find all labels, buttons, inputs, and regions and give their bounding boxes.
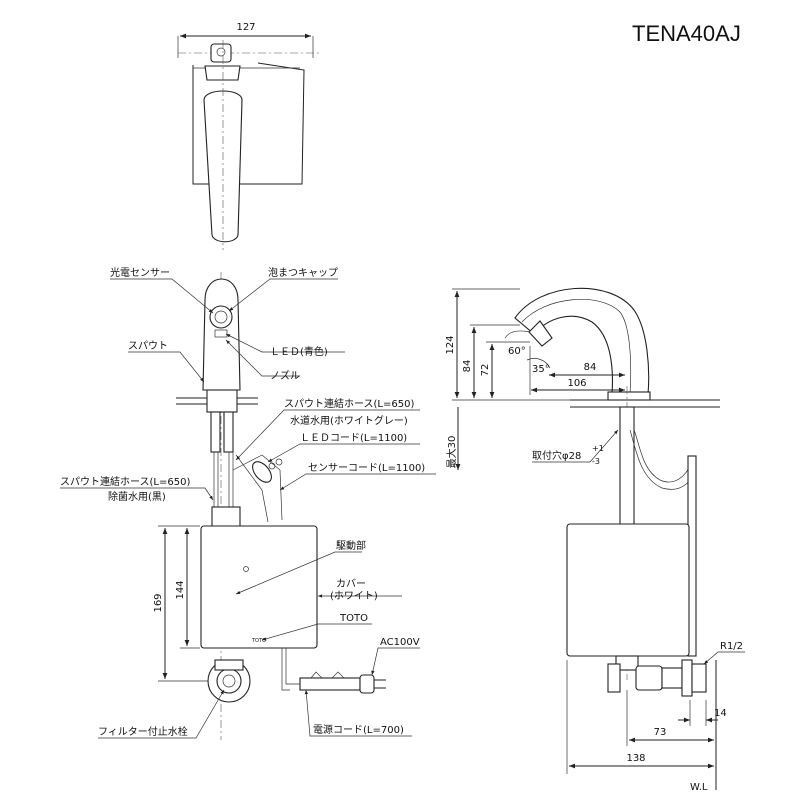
cover-brand-mark: TOTO — [251, 638, 266, 644]
label-power-cord: 電源コード(L=700) — [313, 723, 404, 736]
label-led: ＬＥＤ(青色) — [270, 345, 328, 358]
dim-84-vertical: 84 — [462, 360, 473, 373]
label-drive-unit: 駆動部 — [336, 539, 366, 552]
angle-35: 35° — [532, 364, 550, 375]
dim-max30: 最大30 — [445, 436, 458, 469]
label-led-cord: ＬＥＤコード(L=1100) — [300, 433, 407, 444]
dim-138: 138 — [626, 753, 645, 764]
label-wall-line: W.L — [690, 782, 708, 793]
side-view: 124 84 72 60° 35° 84 106 最大30 取付穴φ28 +1 … — [445, 287, 745, 793]
tolerance-minus: -3 — [592, 457, 600, 466]
dim-r12: R1/2 — [720, 641, 743, 652]
label-cover: カバー — [336, 578, 366, 590]
front-view: TOTO 169 144 光電センサー 泡まつキャップ スパウト ＬＥＤ(青色)… — [60, 266, 436, 740]
label-brand: TOTO — [339, 613, 368, 624]
label-hose-sterile-sub: 除菌水用(黒) — [108, 490, 166, 503]
label-hose-tap-sub: 水道水用(ホワイトグレー) — [290, 414, 408, 427]
dim-106: 106 — [567, 378, 586, 389]
label-filter-valve: フィルター付止水栓 — [98, 725, 188, 738]
label-hose-sterile: スパウト連結ホース(L=650) — [60, 475, 190, 488]
model-title: TENA40AJ — [632, 21, 741, 46]
label-cover-sub: (ホワイト) — [330, 590, 378, 602]
label-nozzle: ノズル — [270, 369, 300, 382]
dim-124: 124 — [445, 335, 456, 354]
dim-14: 14 — [714, 708, 727, 719]
dim-169: 169 — [153, 593, 164, 612]
label-power: AC100V — [380, 637, 420, 648]
label-hose-tap: スパウト連結ホース(L=650) — [284, 397, 414, 410]
label-sensor-cord: センサーコード(L=1100) — [308, 462, 425, 474]
dim-84-horizontal: 84 — [584, 362, 597, 373]
dim-73: 73 — [654, 727, 667, 738]
tolerance-plus: +1 — [592, 444, 604, 453]
label-sensor: 光電センサー — [110, 266, 170, 279]
label-spout: スパウト — [128, 340, 168, 352]
dim-127: 127 — [236, 22, 255, 33]
angle-60: 60° — [508, 346, 526, 357]
dim-144: 144 — [175, 580, 186, 599]
label-aerator: 泡まつキャップ — [268, 266, 338, 279]
top-view: 127 — [177, 22, 320, 250]
label-mount-hole: 取付穴φ28 — [532, 449, 581, 462]
dim-72: 72 — [480, 364, 491, 377]
